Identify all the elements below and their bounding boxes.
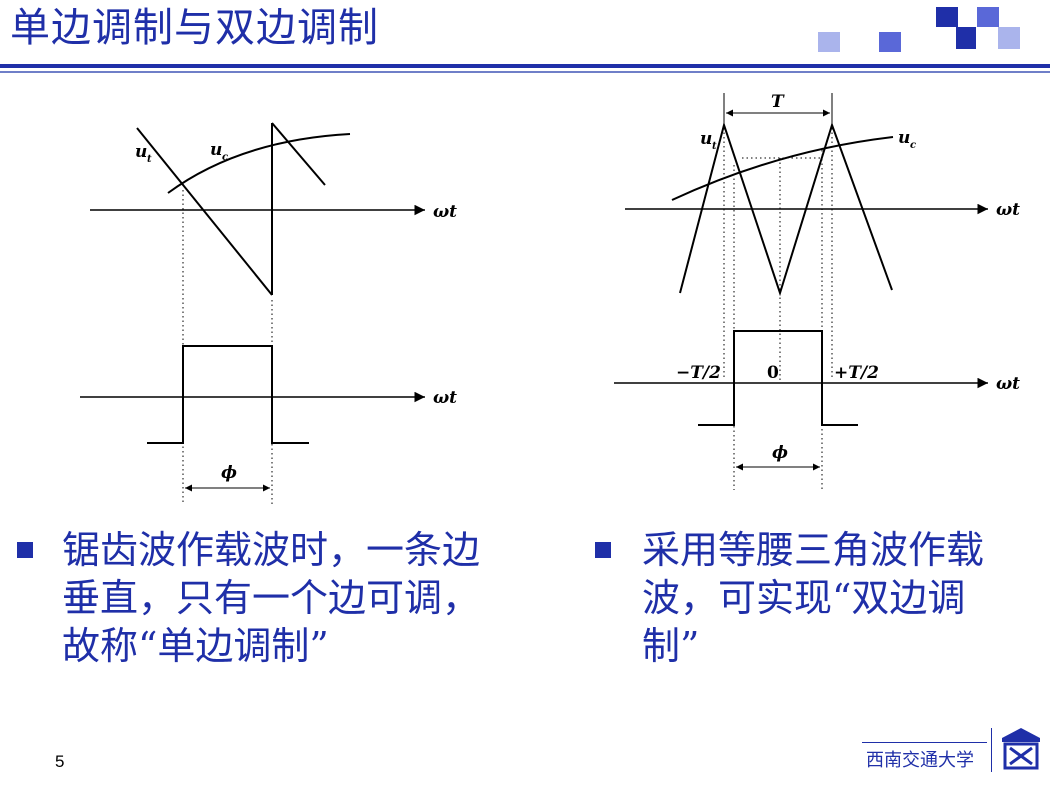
deco-square bbox=[998, 27, 1020, 49]
bullet-text-right: 采用等腰三角波作载 波，可实现“双边调 制” bbox=[642, 526, 1042, 670]
footer-divider bbox=[862, 742, 987, 743]
deco-square bbox=[879, 32, 901, 52]
right-phi-label: ϕ bbox=[772, 443, 788, 463]
footer-vertical-divider bbox=[991, 728, 992, 772]
left-ut-sub: t bbox=[147, 154, 152, 165]
university-logo-icon bbox=[1002, 728, 1040, 770]
page-number: 5 bbox=[55, 752, 65, 771]
university-name: 西南交通大学 bbox=[866, 750, 974, 771]
bullet-marker-left bbox=[17, 542, 33, 558]
deco-square bbox=[818, 32, 840, 52]
left-sawtooth-falling bbox=[136, 127, 273, 296]
right-ut-sub: t bbox=[712, 141, 717, 152]
right-period-label: T bbox=[771, 92, 785, 112]
deco-square bbox=[956, 27, 976, 49]
right-ut-label: u bbox=[700, 129, 712, 149]
right-triangle-diagram: T u t u c ωt ωt −T/2 0 +T/2 ϕ bbox=[614, 92, 1020, 490]
right-uc-sub: c bbox=[910, 140, 916, 151]
deco-square bbox=[977, 7, 999, 27]
deco-square bbox=[936, 7, 958, 27]
left-uc-curve bbox=[167, 133, 351, 194]
bullet-text-left: 锯齿波作载波时，一条边 垂直，只有一个边可调， 故称“单边调制” bbox=[62, 526, 532, 670]
left-phi-label: ϕ bbox=[221, 463, 237, 483]
left-sawtooth-diagram: u t u c ωt ωt ϕ bbox=[80, 122, 457, 505]
right-axis-label-bottom: ωt bbox=[996, 374, 1020, 394]
left-uc-label: u bbox=[210, 140, 222, 160]
right-zero-label: 0 bbox=[767, 363, 779, 383]
right-axis-label-top: ωt bbox=[996, 200, 1020, 220]
bullet-marker-right bbox=[595, 542, 611, 558]
right-pulse bbox=[698, 330, 858, 426]
bullet-left-line-2: 垂直，只有一个边可调， bbox=[62, 576, 481, 620]
bullet-right-line-3: 制” bbox=[642, 624, 700, 668]
bullet-left-line-3: 故称“单边调制” bbox=[62, 624, 329, 668]
bullet-right-line-1: 采用等腰三角波作载 bbox=[642, 528, 985, 572]
right-neg-half-label: −T/2 bbox=[676, 363, 721, 383]
left-ut-label: u bbox=[135, 142, 147, 162]
bullet-left-line-1: 锯齿波作载波时，一条边 bbox=[62, 528, 481, 572]
title-underline-thin bbox=[0, 71, 1050, 73]
slide-title: 单边调制与双边调制 bbox=[10, 5, 379, 51]
right-uc-label: u bbox=[898, 128, 910, 148]
left-axis-label-top: ωt bbox=[433, 202, 457, 222]
left-sawtooth-next bbox=[271, 122, 326, 186]
title-underline bbox=[0, 64, 1050, 68]
bullet-right-line-2: 波，可实现“双边调 bbox=[642, 576, 966, 620]
right-uc-curve bbox=[671, 136, 894, 201]
left-uc-sub: c bbox=[222, 152, 228, 163]
right-pos-half-label: +T/2 bbox=[834, 363, 879, 383]
left-pulse bbox=[147, 345, 309, 444]
left-axis-label-bottom: ωt bbox=[433, 388, 457, 408]
